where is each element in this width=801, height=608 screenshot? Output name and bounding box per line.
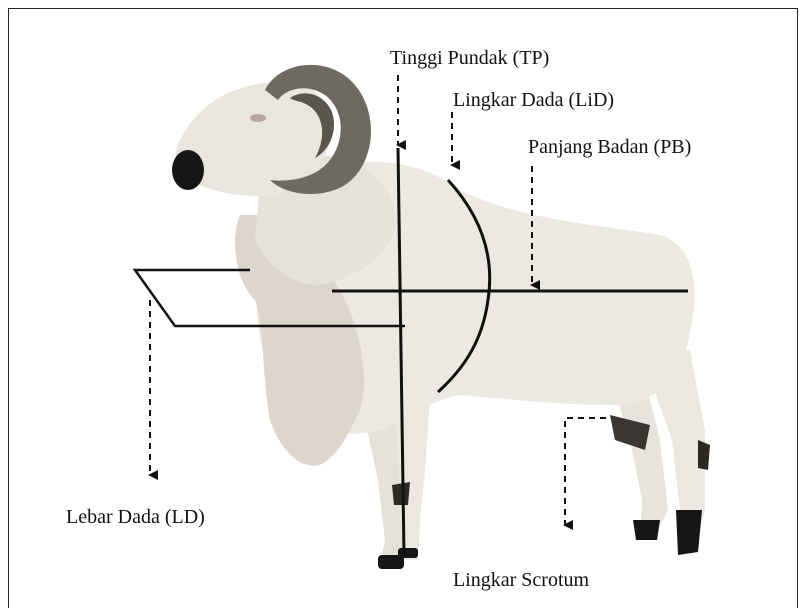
eye [250,114,266,122]
hoof-front-right [398,548,418,558]
knee-mark-hind-right [698,440,710,470]
label-panjang-badan: Panjang Badan (PB) [528,137,691,157]
knee-mark-front [392,482,410,505]
label-lingkar-scrotum: Lingkar Scrotum [453,570,589,590]
label-tinggi-pundak: Tinggi Pundak (TP) [390,48,549,68]
label-lingkar-dada: Lingkar Dada (LiD) [453,90,614,110]
label-lebar-dada: Lebar Dada (LD) [66,507,205,527]
hoof-hind-right [676,510,702,555]
hoof-hind-left [633,520,660,540]
muzzle [172,150,204,190]
ls-pointer-bend [565,418,606,525]
